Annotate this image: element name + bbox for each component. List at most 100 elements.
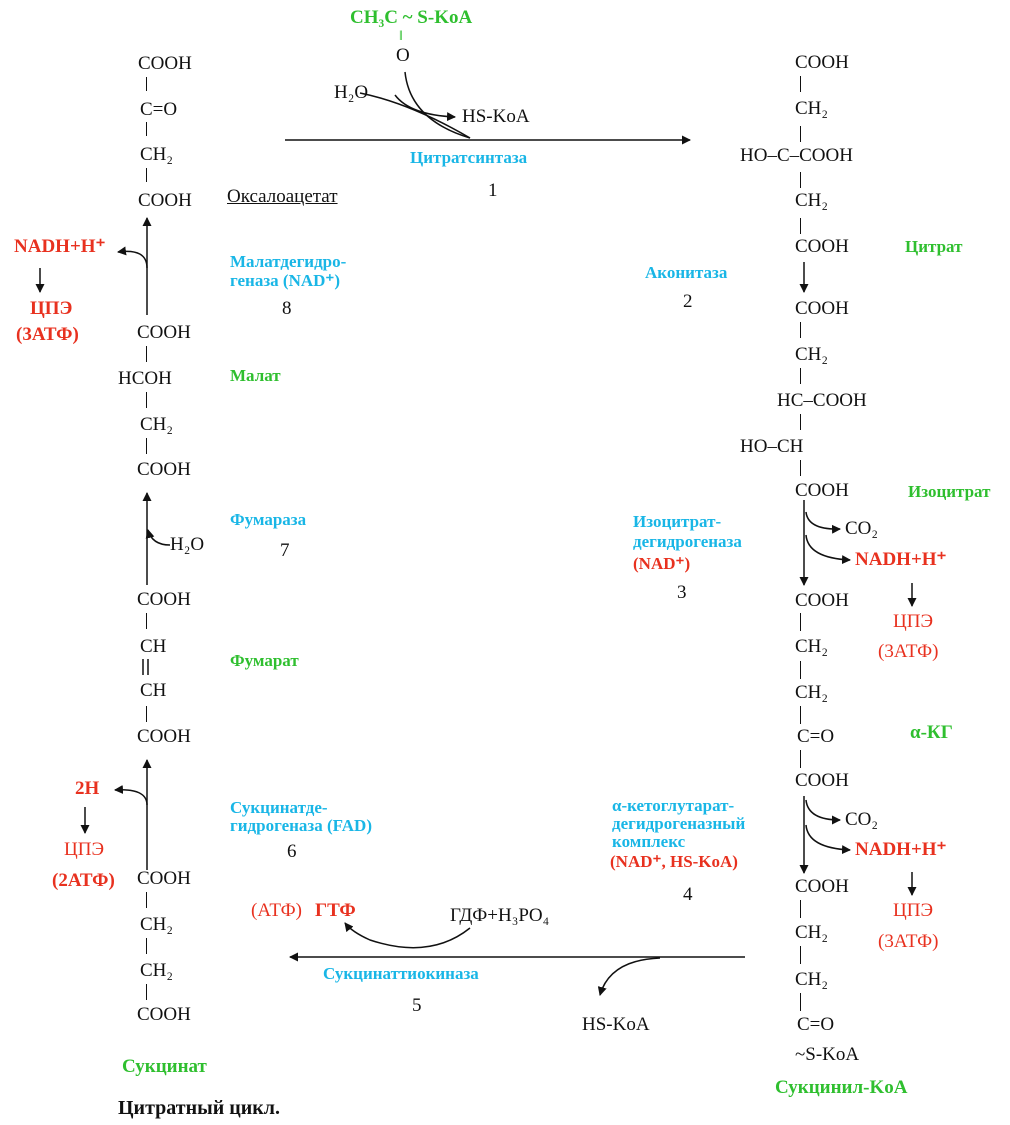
enzyme-akg-dh-cofactors: (NAD⁺, HS-KoA) — [610, 852, 738, 871]
step2-number: 2 — [683, 291, 693, 312]
step4-number: 4 — [683, 884, 693, 905]
step6-cpe: ЦПЭ — [64, 839, 104, 860]
enzyme-succinate-dh-line2: гидрогеназа (FAD) — [230, 816, 372, 835]
step6-2h: 2H — [75, 778, 100, 799]
akg-row2: CH₂ — [795, 636, 829, 657]
oxaloacetate-row1: COOH — [138, 53, 192, 74]
enzyme-isocitrate-dh-line1: Изоцитрат- — [633, 512, 722, 531]
succinylcoa-row2: CH₂ — [795, 922, 829, 943]
fumarate-row2: CH — [140, 636, 167, 657]
oxaloacetate-row3: CH₂ — [140, 144, 174, 165]
fumarate-label: Фумарат — [230, 651, 299, 670]
step3-number: 3 — [677, 582, 687, 603]
enzyme-succinate-dh-line1: Сукцинатде- — [230, 798, 328, 817]
step7-h2o: H₂O — [170, 534, 205, 555]
step4-cpe: ЦПЭ — [893, 900, 933, 921]
akg-row1: COOH — [795, 590, 849, 611]
step1-h2o: H₂O — [334, 82, 369, 103]
enzyme-fumarase: Фумараза — [230, 510, 307, 529]
arrow-gdp-in — [344, 922, 471, 949]
enzyme-isocitrate-dh-cofactor: (NAD⁺) — [633, 554, 691, 573]
citrate-row3: HO–C–COOH — [740, 145, 853, 166]
succinate-row4: COOH — [137, 1004, 191, 1025]
step1-hskoa: HS-KoA — [462, 106, 530, 127]
succinate-row3: CH₂ — [140, 960, 174, 981]
enzyme-malate-dh-line2: геназа (NAD⁺) — [230, 271, 341, 290]
succinate-label: Сукцинат — [122, 1056, 207, 1077]
arrow-2h-out — [114, 785, 148, 806]
succinylcoa-row5: ~S-KoA — [795, 1044, 860, 1065]
enzyme-aconitase: Аконитаза — [645, 263, 728, 282]
step4-co2: CO₂ — [845, 809, 879, 830]
arrow-hskoa-out — [394, 94, 456, 122]
step4-nadh: NADH+H⁺ — [855, 839, 947, 860]
step5-gtp: ГТФ — [315, 900, 356, 921]
enzyme-isocitrate-dh-line2: дегидрогеназа — [633, 532, 742, 551]
step6-atp: (2АТФ) — [52, 870, 115, 891]
citrate-row5: COOH — [795, 236, 849, 257]
arrow-co2-4 — [805, 799, 841, 825]
step6-number: 6 — [287, 841, 297, 862]
akg-label: α-КГ — [910, 722, 953, 743]
akg-row5: COOH — [795, 770, 849, 791]
arrow-nadh-out-8 — [117, 246, 148, 269]
succinate-row1: COOH — [137, 868, 191, 889]
succinylcoa-row1: COOH — [795, 876, 849, 897]
arrow-co2-3 — [805, 511, 841, 534]
arrow-h2o-in-7 — [145, 529, 171, 546]
step5-atp-alt: (АТФ) — [251, 900, 302, 921]
citrate-label: Цитрат — [905, 237, 963, 256]
succinylcoa-label: Сукцинил-KoA — [775, 1077, 908, 1098]
enzyme-akg-dh-line2: дегидрогеназный — [612, 814, 746, 833]
enzyme-akg-dh-line1: α-кетоглутарат- — [612, 796, 735, 815]
citrate-row4: CH₂ — [795, 190, 829, 211]
succinate-row2: CH₂ — [140, 914, 174, 935]
step3-co2: CO₂ — [845, 518, 879, 539]
arrow-hskoa-out-5 — [597, 957, 661, 996]
malate-label: Малат — [230, 366, 281, 385]
malate-row4: COOH — [137, 459, 191, 480]
acetyl-coa-formula: CH₃C ~ S-KoA — [350, 7, 473, 28]
step7-number: 7 — [280, 540, 290, 561]
oxaloacetate-label: Оксалоацетат — [227, 186, 338, 207]
malate-row2: HCOH — [118, 368, 172, 389]
oxaloacetate-row2: C=O — [140, 99, 178, 120]
step5-hskoa: HS-KoA — [582, 1014, 650, 1035]
enzyme-akg-dh-line3: комплекс — [612, 832, 686, 851]
arrow-nadh-3 — [805, 534, 851, 565]
enzyme-malate-dh-line1: Малатдегидро- — [230, 252, 347, 271]
figure-caption: Цитратный цикл. — [118, 1097, 281, 1119]
step8-cpe: ЦПЭ — [30, 298, 73, 319]
step3-atp: (3АТФ) — [878, 641, 939, 662]
step3-cpe: ЦПЭ — [893, 611, 933, 632]
arrow-h2o-in — [359, 92, 471, 139]
succinylcoa-row4: C=O — [797, 1014, 835, 1035]
oxaloacetate-row4: COOH — [138, 190, 192, 211]
malate-row3: CH₂ — [140, 414, 174, 435]
enzyme-succinate-thiokinase: Сукцинаттиокиназа — [323, 964, 479, 983]
arrow-nadh-4 — [805, 824, 851, 855]
isocitrate-row5: COOH — [795, 480, 849, 501]
isocitrate-row1: COOH — [795, 298, 849, 319]
akg-row3: CH₂ — [795, 682, 829, 703]
step4-atp: (3АТФ) — [878, 931, 939, 952]
isocitrate-row4: HO–CH — [740, 436, 804, 457]
malate-row1: COOH — [137, 322, 191, 343]
step3-nadh: NADH+H⁺ — [855, 549, 947, 570]
fumarate-row1: COOH — [137, 589, 191, 610]
isocitrate-label: Изоцитрат — [908, 482, 991, 501]
step8-atp: (3АТФ) — [16, 324, 79, 345]
acetyl-double-bond: ‖ — [399, 29, 403, 44]
enzyme-citrate-synthase: Цитратсинтаза — [410, 148, 528, 167]
step5-gdp: ГДФ+H₃PO₄ — [450, 905, 550, 926]
isocitrate-row2: CH₂ — [795, 344, 829, 365]
fumarate-row3: CH — [140, 680, 167, 701]
step8-nadh: NADH+H⁺ — [14, 236, 106, 257]
step5-number: 5 — [412, 995, 422, 1016]
akg-row4: C=O — [797, 726, 835, 747]
step8-number: 8 — [282, 298, 292, 319]
succinylcoa-row3: CH₂ — [795, 969, 829, 990]
acetyl-oxygen: O — [396, 45, 410, 66]
